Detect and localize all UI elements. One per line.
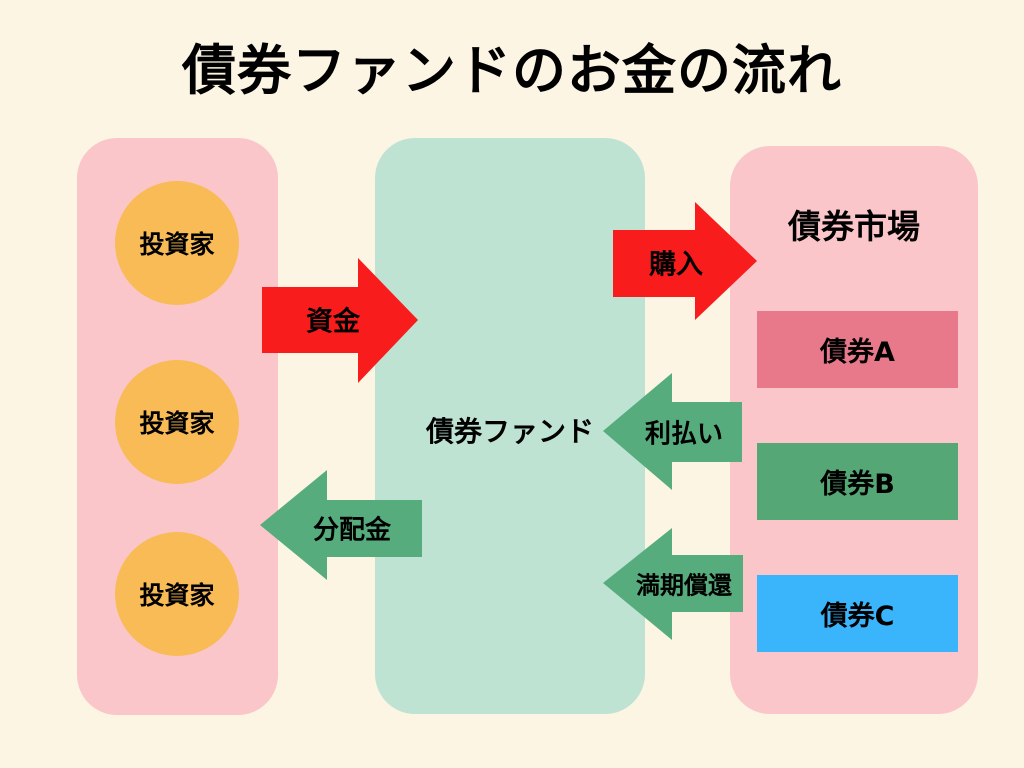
redemption-arrow-left-icon (603, 528, 743, 640)
redemption-arrow-label: 満期償還 (636, 571, 732, 600)
purchase-arrow-label: 購入 (649, 249, 703, 281)
distribution-arrow-label: 分配金 (312, 515, 392, 546)
interest-arrow-left-icon (603, 373, 742, 490)
purchase-arrow-right-icon (613, 202, 757, 320)
bond-b-label: 債券B (820, 469, 895, 500)
investor-circle: 投資家 (115, 532, 239, 656)
funds-arrow-label: 資金 (306, 306, 360, 338)
investor-circle: 投資家 (115, 360, 239, 484)
bond-a-label: 債券A (820, 337, 895, 368)
interest-arrow-label: 利払い (644, 419, 724, 450)
bond-market-title: 債券市場 (788, 207, 920, 246)
bond-c-label: 債券C (820, 601, 895, 632)
investor-label: 投資家 (139, 581, 215, 610)
distribution-arrow-left-icon (260, 470, 422, 580)
investor-label: 投資家 (139, 230, 215, 259)
bond-b-box: 債券B (757, 443, 958, 520)
investor-label: 投資家 (139, 409, 215, 438)
bond-a-box: 債券A (757, 311, 958, 388)
page-title: 債券ファンドのお金の流れ (182, 39, 842, 102)
investor-circle: 投資家 (115, 181, 239, 305)
bond-fund-label: 債券ファンド (425, 415, 594, 448)
bond-c-box: 債券C (757, 575, 958, 652)
bond-fund-panel (375, 138, 645, 714)
funds-arrow-right-icon (262, 258, 418, 383)
